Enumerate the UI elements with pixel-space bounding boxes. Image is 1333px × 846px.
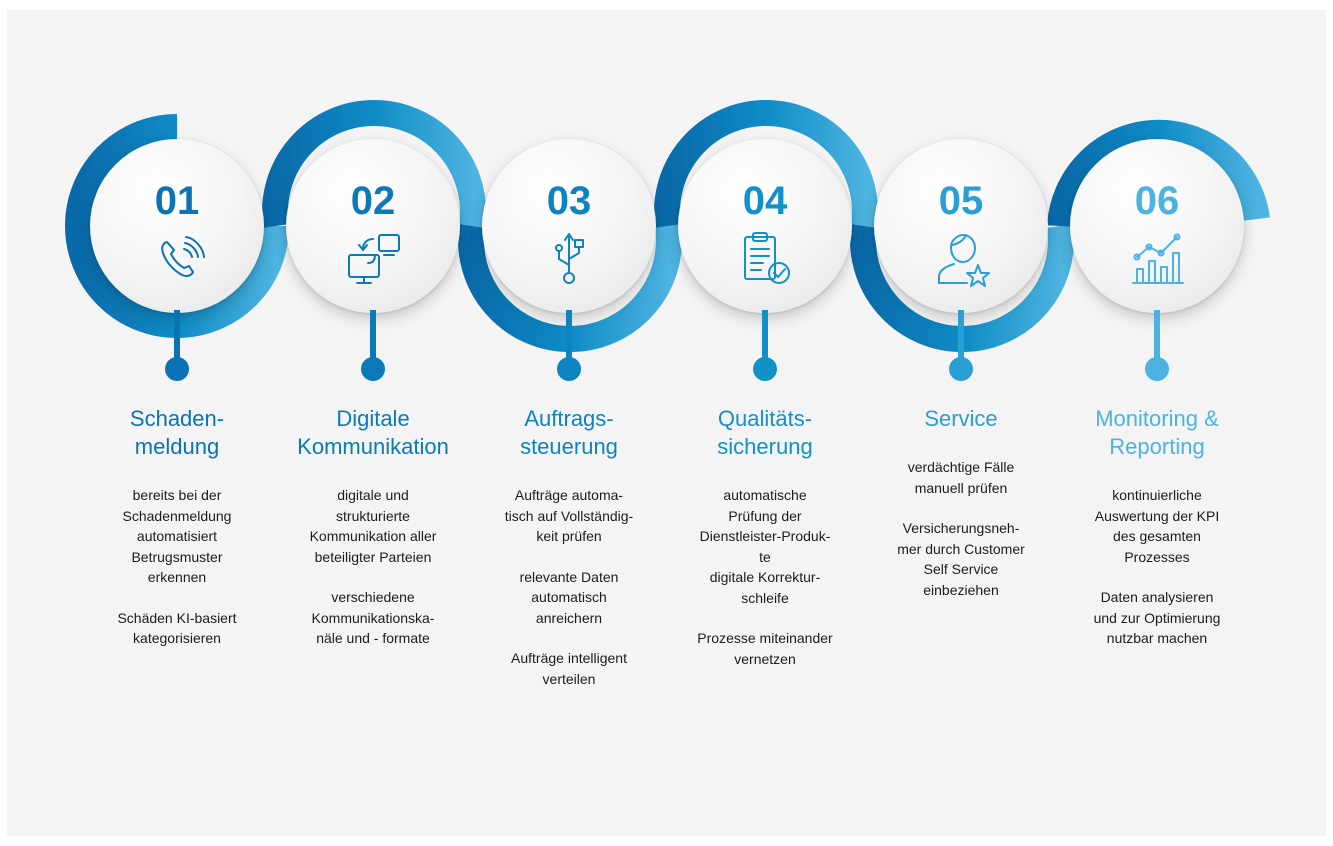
step-title: Service (924, 406, 998, 431)
step-disc-05: 05 (874, 139, 1048, 313)
step-description: verdächtige Fälle manuell prüfen (907, 459, 1015, 496)
step-column-01: Schaden- meldung bereits bei der Schadenm… (82, 405, 272, 669)
connector-line (174, 310, 180, 360)
step-number: 01 (154, 179, 200, 223)
step-disc-02: 02 (286, 139, 460, 313)
step-number: 06 (1134, 179, 1180, 223)
step-description: Aufträge automa- tisch auf Vollständig- … (504, 487, 634, 544)
step-disc-01: 01 (90, 139, 264, 313)
connector-dot (949, 357, 973, 381)
bar-chart-trend-icon (1127, 229, 1187, 289)
step-title: Digitale Kommunikation (297, 406, 449, 459)
phone-signal-icon (147, 229, 207, 289)
user-star-icon (931, 229, 991, 289)
step-title: Monitoring & Reporting (1095, 406, 1219, 459)
connector-line (1154, 310, 1160, 360)
connector-dot (165, 357, 189, 381)
step-description: kontinuierliche Auswertung der KPI des g… (1094, 487, 1220, 565)
step-disc-03: 03 (482, 139, 656, 313)
step-description: Schäden KI-basiert kategorisieren (117, 609, 237, 647)
connector-dot (1145, 357, 1169, 381)
step-description: automatische Prüfung der Dienstleister-P… (699, 487, 831, 606)
connector-dot (753, 357, 777, 381)
devices-sync-icon (343, 229, 403, 289)
connector-line (762, 310, 768, 360)
step-description: verschiedene Kommunikationska- näle und … (311, 589, 435, 646)
step-disc-04: 04 (678, 139, 852, 313)
connector-line (370, 310, 376, 360)
step-title: Schaden- meldung (129, 406, 225, 459)
connector-dot (361, 357, 385, 381)
step-number: 04 (742, 179, 788, 223)
step-column-06: Monitoring & Reporting kontinuierliche Au… (1062, 405, 1252, 669)
step-column-04: Qualitäts- sicherung automatische Prüfung… (670, 405, 860, 689)
step-description: relevante Daten automatisch anreichern (519, 568, 619, 626)
step-title: Qualitäts- sicherung (717, 406, 813, 459)
step-description: Versicherungsneh- mer durch Customer Sel… (897, 520, 1025, 598)
usb-icon (539, 229, 599, 289)
connector-line (566, 310, 572, 360)
step-description: Daten analysieren und zur Optimierung nu… (1093, 589, 1221, 646)
step-description: digitale und strukturierte Kommunikation… (309, 487, 437, 565)
step-disc-06: 06 (1070, 139, 1244, 313)
step-description: bereits bei der Schadenmeldung automatis… (122, 487, 232, 585)
step-column-02: Digitale Kommunikation digitale und struk… (278, 405, 468, 669)
connector-line (958, 310, 964, 360)
step-title: Auftrags- steuerung (520, 406, 618, 459)
step-number: 03 (546, 179, 592, 223)
step-number: 02 (350, 179, 396, 223)
step-number: 05 (938, 179, 984, 223)
clipboard-check-icon (735, 229, 795, 289)
connector-dot (557, 357, 581, 381)
step-description: Aufträge intelligent verteilen (511, 650, 627, 687)
step-description: Prozesse miteinander vernetzen (697, 630, 833, 667)
